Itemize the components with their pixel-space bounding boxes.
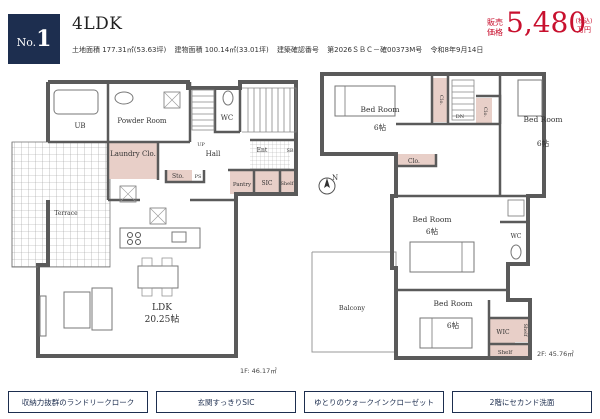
land-area: 土地面積 177.31㎡(53.63坪) <box>72 46 167 54</box>
second-floor-area: 2F: 45.76㎡ <box>537 350 574 358</box>
label-ps: PS <box>195 174 202 180</box>
price-unit-text: 万円 <box>577 26 591 34</box>
pantry-fill <box>230 170 254 194</box>
price-label: 販売価格 <box>487 18 503 37</box>
laundry-closet-fill <box>108 143 158 179</box>
label-clo2: Clo. <box>482 107 488 117</box>
staircase-2f <box>451 79 475 121</box>
label-clo3: Clo. <box>408 158 420 165</box>
second-floor: Bed Room 6帖 Bed Room 6帖 Bed Room 6帖 Bed … <box>311 72 563 360</box>
label-storage: Sto. <box>172 173 184 180</box>
label-dn: DN <box>456 114 465 120</box>
feature-tag-4: 2階にセカンド洗面 <box>452 391 592 413</box>
price-value: 5,480 <box>506 6 587 39</box>
label-bed4-size: 6帖 <box>447 320 460 330</box>
label-laundry: Laundry Clo. <box>110 150 156 158</box>
label-bed2: Bed Room <box>524 115 563 124</box>
toilet-2f <box>510 244 522 260</box>
first-floor: UB Powder Room WC Laundry Clo. Hall UP E… <box>11 80 298 358</box>
terrace-area <box>11 141 111 268</box>
label-clo1: Clo. <box>438 95 444 105</box>
label-sb: SB <box>286 148 293 154</box>
first-floor-outer-wall <box>36 80 298 358</box>
shelf-fill <box>280 170 294 194</box>
first-floor-area: 1F: 46.17㎡ <box>240 367 277 375</box>
label-up: UP <box>197 142 205 148</box>
label-bed1: Bed Room <box>361 105 400 114</box>
label-shelf-2f-a: Shelf <box>522 323 528 337</box>
label-bed4: Bed Room <box>434 299 473 308</box>
label-shelf-1f: Shelf <box>280 181 294 187</box>
price-tax-note: (税込) <box>575 18 593 25</box>
compass: N <box>318 174 338 195</box>
confirmation-date: 令和8年9月14日 <box>430 46 484 54</box>
compass-north: N <box>332 174 338 182</box>
feature-tag-2: 玄関すっきりSIC <box>156 391 296 413</box>
bed-2 <box>517 79 543 117</box>
label-bed1-size: 6帖 <box>374 122 387 132</box>
balcony-outline <box>311 252 396 353</box>
label-wc-2f: WC <box>511 233 522 240</box>
label-pantry: Pantry <box>233 182 252 188</box>
label-shelf-2f-b: Shelf <box>498 350 513 356</box>
bed-3 <box>409 241 475 273</box>
label-balcony: Balcony <box>339 304 365 312</box>
feature-tag-1: 収納力抜群のランドリークローク <box>8 391 148 413</box>
plan-number-badge: No. 1 <box>8 14 60 64</box>
staircase-1f <box>191 87 297 133</box>
confirmation-number: 第2026ＳＢＣ－確00373M号 <box>327 46 423 54</box>
property-info: 土地面積 177.31㎡(53.63坪) 建物面積 100.14㎡(33.01坪… <box>72 45 489 55</box>
label-ldk-size: 20.25帖 <box>145 313 180 325</box>
layout-type: 4LDK <box>72 14 123 34</box>
toilet-1f <box>222 90 234 106</box>
plan-number-prefix: No. <box>16 35 37 49</box>
label-sic: SIC <box>261 180 272 187</box>
storage-fill <box>166 170 192 182</box>
sic-fill <box>254 170 280 194</box>
sink <box>114 91 134 105</box>
dining-table <box>137 265 179 289</box>
plan-number: 1 <box>36 26 52 52</box>
building-area: 建物面積 100.14㎡(33.01坪) <box>174 46 269 54</box>
label-hall: Hall <box>206 150 222 158</box>
kitchen-counter <box>119 227 201 249</box>
feature-tag-3: ゆとりのウォークインクローゼット <box>304 391 444 413</box>
price-unit: (税込) 万円 <box>572 18 596 34</box>
label-ub: UB <box>74 122 85 130</box>
tv-board <box>39 295 47 337</box>
label-bed3-size: 6帖 <box>426 226 439 236</box>
label-powder-room: Powder Room <box>117 117 167 125</box>
sofa <box>63 291 91 329</box>
entrance-floor <box>250 140 290 170</box>
label-bed3: Bed Room <box>413 215 452 224</box>
label-ldk: LDK <box>152 303 172 313</box>
bathtub <box>53 89 99 115</box>
label-wic: WIC <box>496 329 510 336</box>
label-ent: Ent <box>257 147 268 154</box>
second-floor-outer-wall <box>320 72 546 360</box>
confirmation-label: 建築確認番号 <box>276 46 319 54</box>
label-wc-1f: WC <box>221 114 234 122</box>
label-terrace: Terrace <box>54 210 78 217</box>
label-bed2-size: 6帖 <box>537 138 550 148</box>
